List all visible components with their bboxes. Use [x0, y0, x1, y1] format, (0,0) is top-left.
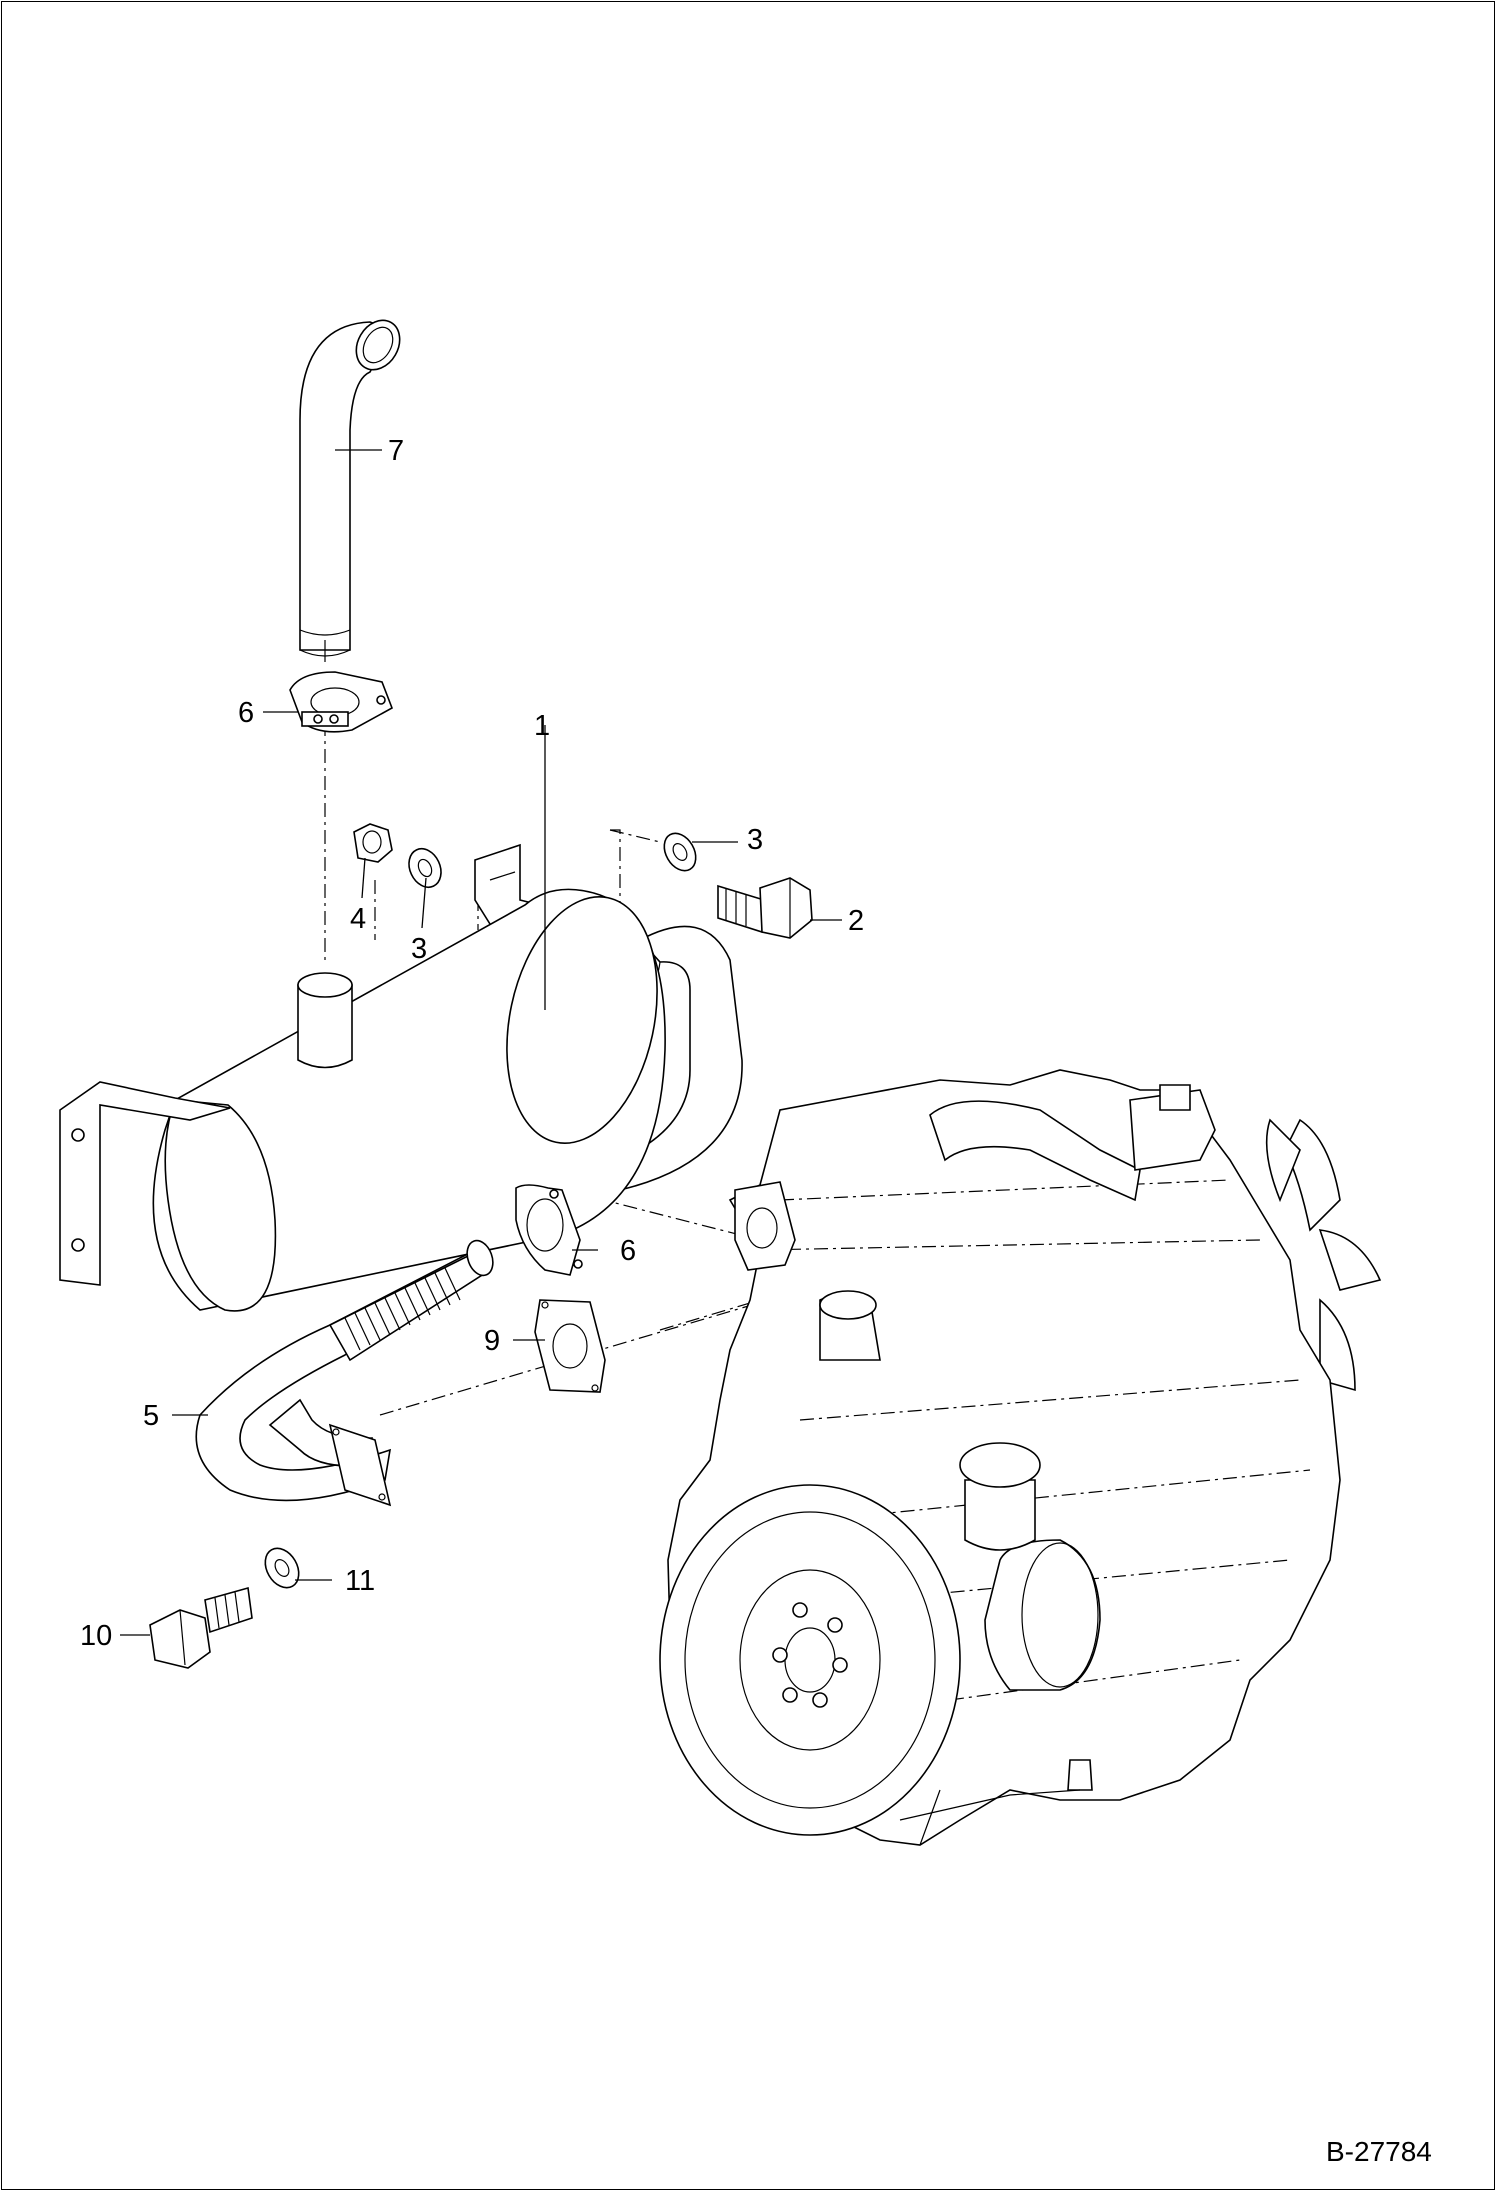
callout-numbers: 1 2 3 3 4 5 6 6 7 9 10 11: [80, 435, 864, 1652]
tail-pipe: [299, 319, 401, 662]
callout-part-2: 2: [848, 905, 864, 937]
callout-part-11: 11: [345, 1565, 375, 1597]
callout-part-3-left: 3: [411, 933, 427, 965]
callout-part-5: 5: [143, 1400, 159, 1432]
callout-part-1: 1: [534, 710, 550, 742]
callout-part-6-upper: 6: [238, 697, 254, 729]
washer-lower: [264, 1547, 300, 1589]
callout-part-3-right: 3: [747, 824, 763, 856]
engine-assembly: [659, 1069, 1382, 1846]
hex-bolt: [717, 877, 813, 939]
hex-nut: [353, 823, 393, 863]
gasket: [534, 1299, 606, 1393]
callout-part-10: 10: [80, 1620, 112, 1652]
washer-right: [663, 832, 697, 872]
exhaust-pipe: [195, 1239, 494, 1507]
washer-left: [408, 847, 442, 889]
hex-bolt-lower: [149, 1586, 253, 1669]
pipe-clamp-upper: [289, 671, 393, 733]
leader-lines: [120, 449, 842, 1636]
callout-part-7: 7: [388, 435, 404, 467]
callout-part-9: 9: [484, 1325, 500, 1357]
drawing-reference-number: B-27784: [1326, 2136, 1432, 2167]
callout-part-4: 4: [350, 903, 366, 935]
muffler: [59, 843, 743, 1312]
callout-part-6-lower: 6: [620, 1235, 636, 1267]
pipe-clamp-lower: [515, 1184, 583, 1276]
